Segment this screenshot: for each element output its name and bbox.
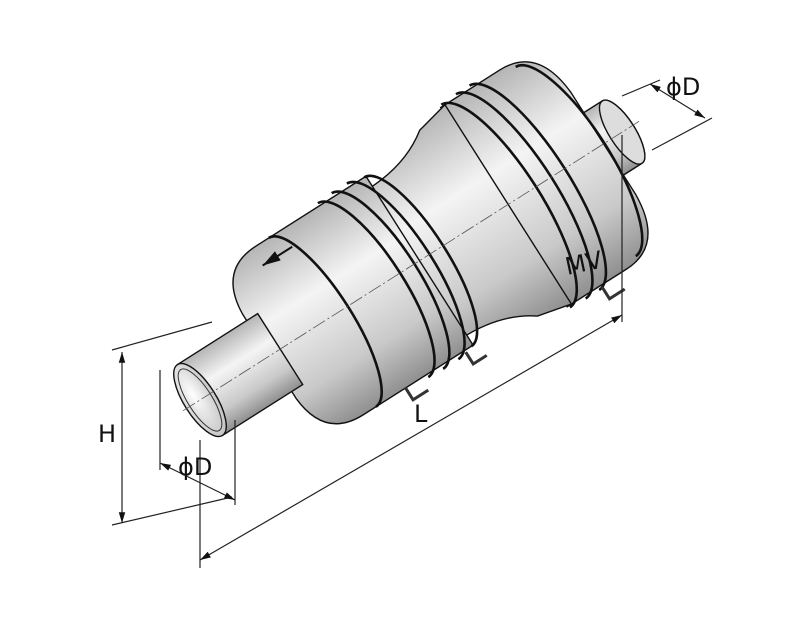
outlet-diameter-dimension: ϕD bbox=[621, 73, 713, 151]
outlet-chamber bbox=[439, 61, 649, 308]
flow-arrow-icon bbox=[262, 245, 293, 267]
mounting-bracket bbox=[600, 286, 626, 301]
length-dimension: L bbox=[199, 135, 623, 568]
length-label: L bbox=[414, 400, 428, 428]
outlet-diameter-label: ϕD bbox=[666, 73, 700, 101]
height-label: H bbox=[98, 420, 116, 448]
inlet-diameter-dimension: ϕD bbox=[159, 370, 236, 505]
inlet-diameter-label: ϕD bbox=[178, 453, 212, 481]
